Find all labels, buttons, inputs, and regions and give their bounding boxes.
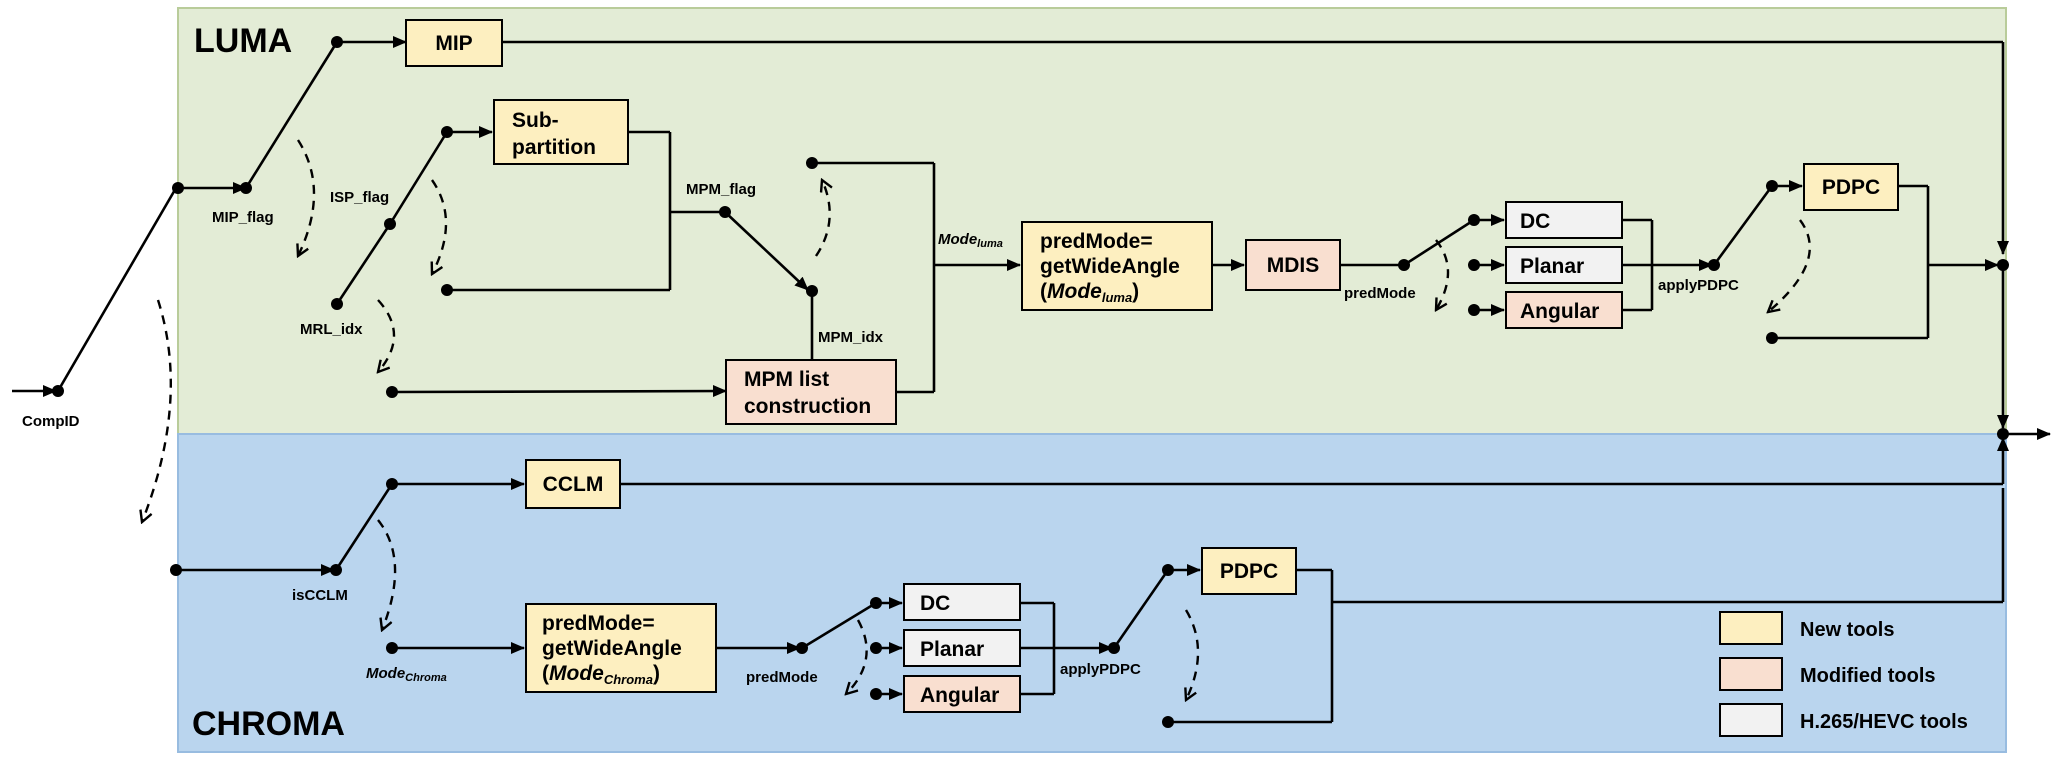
luma-title: LUMA	[194, 22, 292, 60]
chroma-region	[177, 433, 2007, 753]
svg-text:DC: DC	[1520, 210, 1550, 233]
chroma-connections	[176, 437, 2009, 724]
svg-text:DC: DC	[920, 592, 950, 615]
luma-planar-box: Planar	[1505, 246, 1623, 284]
legend-swatch-new	[1719, 611, 1783, 645]
svg-text:Planar: Planar	[1520, 255, 1584, 278]
chroma-pdpc-box: PDPC	[1201, 547, 1297, 595]
mip-box: MIP	[405, 19, 503, 67]
mode-luma-label: Modeluma	[938, 231, 1003, 250]
chroma-title: CHROMA	[192, 705, 345, 743]
mrl-idx-label: MRL_idx	[300, 321, 363, 338]
mdis-box: MDIS	[1245, 239, 1341, 291]
svg-text:MIP: MIP	[435, 32, 472, 55]
svg-text:Angular: Angular	[920, 684, 999, 707]
legend-label-new: New tools	[1800, 619, 1894, 641]
predmode-chroma-label: predMode	[746, 669, 818, 686]
luma-connections	[12, 36, 2051, 440]
luma-pdpc-box: PDPC	[1803, 163, 1899, 211]
legend-label-modified: Modified tools	[1800, 665, 1936, 687]
applypdpc-chroma-label: applyPDPC	[1060, 661, 1141, 678]
isp-flag-label: ISP_flag	[330, 189, 389, 206]
mode-chroma-label: ModeChroma	[366, 665, 447, 684]
compid-label: CompID	[22, 413, 80, 430]
legend: New tools Modified tools H.265/HEVC tool…	[1719, 611, 1968, 737]
svg-text:(Modeluma): (Modeluma)	[1040, 280, 1139, 305]
chroma-angular-box: Angular	[903, 675, 1021, 713]
svg-text:(ModeChroma): (ModeChroma)	[542, 662, 660, 687]
svg-text:Sub-: Sub-	[512, 109, 559, 132]
svg-text:getWideAngle: getWideAngle	[542, 637, 682, 660]
chroma-dc-box: DC	[903, 583, 1021, 621]
svg-text:Angular: Angular	[1520, 300, 1599, 323]
luma-switch-arcs	[142, 139, 1811, 522]
luma-dc-box: DC	[1505, 201, 1623, 239]
svg-text:getWideAngle: getWideAngle	[1040, 255, 1180, 278]
predmode-luma-label: predMode	[1344, 285, 1416, 302]
svg-text:MPM list: MPM list	[744, 368, 829, 391]
mip-flag-label: MIP_flag	[212, 209, 274, 226]
mpm-list-construction-box: MPM list construction	[725, 359, 897, 425]
mpm-flag-label: MPM_flag	[686, 181, 756, 198]
legend-label-hevc: H.265/HEVC tools	[1800, 711, 1968, 733]
applypdpc-luma-label: applyPDPC	[1658, 277, 1739, 294]
svg-text:predMode=: predMode=	[1040, 230, 1153, 253]
svg-text:partition: partition	[512, 136, 596, 159]
svg-text:PDPC: PDPC	[1220, 560, 1278, 583]
svg-text:MDIS: MDIS	[1267, 254, 1320, 277]
mpm-idx-label: MPM_idx	[818, 329, 884, 346]
luma-angular-box: Angular	[1505, 291, 1623, 329]
svg-text:CCLM: CCLM	[543, 473, 604, 496]
svg-text:construction: construction	[744, 395, 871, 418]
cclm-box: CCLM	[525, 459, 621, 509]
predmode-chroma-box: predMode= getWideAngle (ModeChroma)	[525, 603, 717, 693]
junction-dots	[52, 36, 2009, 728]
svg-text:predMode=: predMode=	[542, 612, 655, 635]
legend-swatch-modified	[1719, 657, 1783, 691]
svg-text:Planar: Planar	[920, 638, 984, 661]
chroma-switch-arcs	[377, 519, 1200, 700]
svg-text:PDPC: PDPC	[1822, 176, 1880, 199]
predmode-luma-box: predMode= getWideAngle (Modeluma)	[1021, 221, 1213, 311]
iscclm-label: isCCLM	[292, 587, 348, 604]
chroma-planar-box: Planar	[903, 629, 1021, 667]
sub-partition-box: Sub- partition	[493, 99, 629, 165]
legend-swatch-hevc	[1719, 703, 1783, 737]
